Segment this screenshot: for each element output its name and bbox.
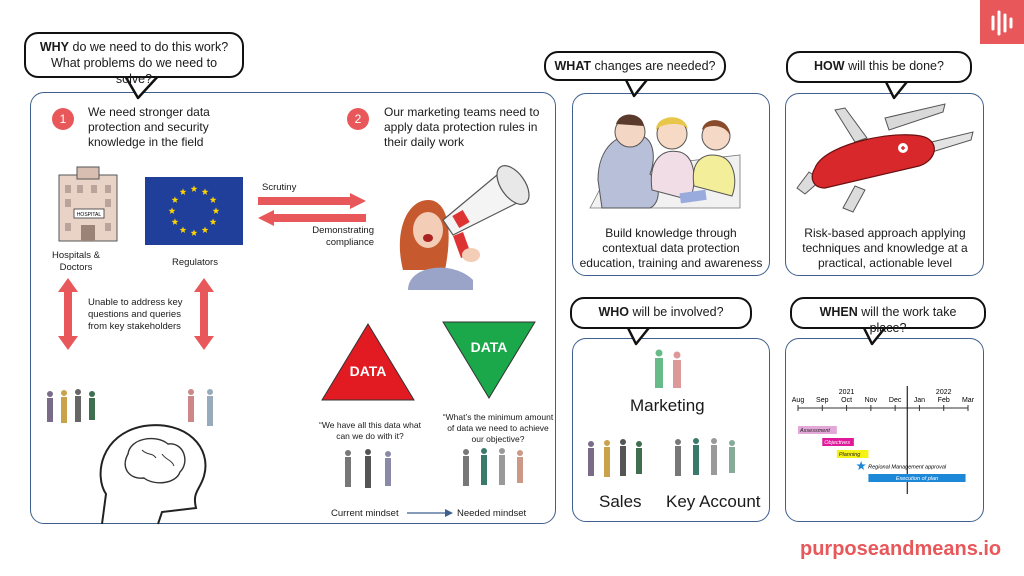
key-account-label: Key Account [666,492,761,511]
scrutiny-label: Scrutiny [262,182,297,193]
thinking-head-icon [99,424,207,525]
gantt-bar-label: Assessment [799,428,830,434]
unable-text: Unable to address key questions and quer… [88,297,183,332]
eu-star [179,226,187,233]
eu-star [179,188,187,195]
problem-2-number: 2 [347,108,369,130]
eu-star [168,207,176,214]
what-keyword: WHAT [554,59,592,73]
eu-star [171,196,179,203]
data-green-label: DATA [471,339,508,355]
data-triangle-red: DATA [321,323,415,401]
eu-flag [145,177,243,245]
hospital-sign: HOSPITAL [77,212,102,218]
month-label: Sep [816,397,829,404]
how-keyword: HOW [814,59,845,73]
month-label: Oct [841,397,852,404]
doctors-people-illustration [188,389,213,426]
eu-star [190,185,198,192]
problem-1-text: We need stronger data protection and sec… [88,105,210,149]
milestone-star-icon [856,461,866,471]
who-question: will be involved? [629,305,724,319]
current-mindset-people [345,449,391,488]
mindset-arrow [407,509,453,517]
month-label: Dec [889,397,902,404]
scrutiny-arrow [258,193,366,209]
gantt-bar-label: Planning [839,452,861,458]
when-keyword: WHEN [819,305,858,319]
who-keyword: WHO [598,305,630,319]
megaphone-woman-illustration [399,165,530,290]
eu-star [171,218,179,225]
what-question: changes are needed? [591,59,716,73]
problem-1-number: 1 [52,108,74,130]
how-bubble: HOW will this be done? [786,51,972,83]
sales-label: Sales [599,492,642,511]
eu-star [201,188,209,195]
data-red-label: DATA [350,363,387,379]
how-question: will this be done? [844,59,944,73]
why-question-2: What problems do we need to solve? [50,56,218,86]
hospitals-label: Hospitals & Doctors [51,250,101,273]
quote-needed: “What’s the minimum amount of data we ne… [442,412,554,444]
problem-2-text: Our marketing teams need to apply data p… [384,105,540,149]
who-bubble: WHO will be involved? [570,297,752,329]
why-bubble: WHY do we need to do this work? What pro… [24,32,244,86]
needed-mindset-label: Needed mindset [457,508,527,519]
gantt-bar [822,438,854,446]
milestone-label: Regional Management approval [868,465,947,471]
month-label: Mar [962,397,975,404]
eu-star [201,226,209,233]
month-label: Jan [914,397,925,404]
compliance-arrow [258,210,366,226]
eu-star [209,218,217,225]
gantt-bar-label: Objectives [824,440,850,446]
month-label: Feb [938,397,950,404]
left-vertical-arrow [58,278,78,350]
why-keyword: WHY [39,40,70,54]
timeline-gantt: Aug Sep Oct Nov Dec Jan Feb Mar 2021 2022Assessme… [792,386,975,494]
gantt-bar-label: Execution of plan [896,476,938,482]
students-learning-illustration [589,114,741,209]
quote-current: “We have all this data what can we do wi… [319,420,421,441]
year-label: 2022 [936,389,952,396]
data-triangle-green: DATA [442,321,536,399]
when-question: will the work take place? [857,305,957,335]
right-vertical-arrow [194,278,214,350]
how-caption: Risk-based approach applying techniques … [802,226,968,270]
who-panel [572,338,770,522]
waveform-icon [991,10,1013,36]
needed-mindset-people [463,448,523,486]
month-label: Aug [792,397,805,404]
swiss-army-knife-icon [796,103,974,213]
when-bubble: WHEN will the work take place? [790,297,986,335]
year-label: 2021 [839,389,855,396]
eu-star [212,207,220,214]
brand-url: purposeandmeans.io [800,538,1002,560]
eu-star [190,229,198,236]
stakeholders-people-illustration [47,389,95,423]
logo [980,0,1024,44]
month-label: Nov [865,397,878,404]
gantt-bar [868,474,966,482]
sales-people-illustration [588,439,642,477]
gantt-bar [798,426,837,434]
what-bubble: WHAT changes are needed? [544,51,726,81]
demonstrating-label: Demonstrating compliance [312,225,374,248]
eu-star [209,196,217,203]
what-caption: Build knowledge through contextual data … [579,226,763,270]
why-question: do we need to do this work? [69,40,229,54]
regulators-label: Regulators [172,257,218,268]
current-mindset-label: Current mindset [331,508,399,519]
key-account-people-illustration [675,438,735,476]
marketing-people-illustration [655,349,681,388]
hospital-illustration: HOSPITAL [58,166,118,242]
marketing-label: Marketing [630,396,705,415]
gantt-bar [836,450,869,458]
